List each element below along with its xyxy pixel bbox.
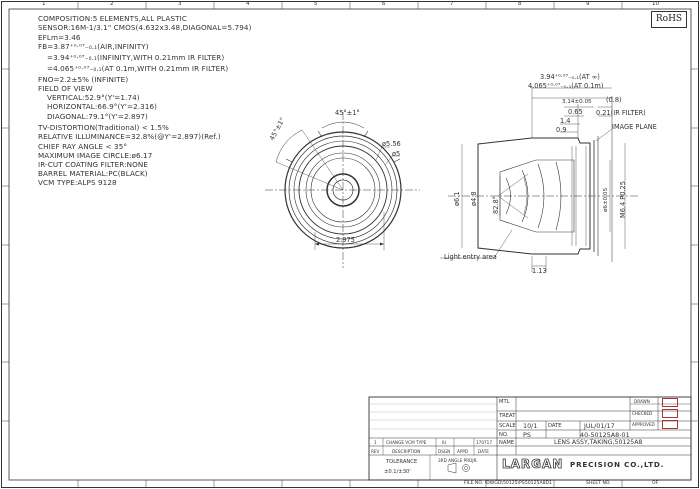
zone-number: 2 (110, 1, 114, 7)
tb-date-value: JUL/01/17 (584, 422, 615, 430)
zone-number: 3 (178, 1, 182, 7)
appd-col-label: APPD (457, 449, 469, 454)
spec-fov-diagonal: DIAGONAL:79.1°(Y'=2.897) (47, 112, 148, 121)
spec-fov-heading: FIELD OF VIEW (38, 84, 93, 93)
side-dim-021: 0.21(IR FILTER) (596, 109, 646, 117)
zone-number: 10 (652, 1, 659, 7)
tb-treat-label: TREAT (499, 413, 516, 419)
side-dim-065: 0.65 (568, 108, 583, 116)
rev-description: CHANGE VCM TYPE (386, 440, 427, 445)
zone-number: 6 (382, 1, 386, 7)
tb-checked-label: CHECKED (632, 411, 653, 416)
file-number: FILE NO. \DWGD\50125\PS50125A8D1 (464, 481, 552, 486)
spec-fb-01m: =4.065⁺⁰·⁰⁷₋₀.₁(AT 0.1m,WITH 0.21mm IR F… (47, 64, 229, 73)
side-dim-09: 0.9 (556, 126, 567, 134)
tb-no-label: NO. (499, 432, 509, 438)
tb-no-prefix: PS (523, 431, 531, 439)
side-light-entry: Light entry area (444, 253, 497, 261)
sheet-of-label: OF (652, 481, 659, 486)
spec-vcm-type: VCM TYPE:ALPS 9128 (38, 178, 117, 187)
tb-mtl-label: MTL (499, 399, 510, 405)
side-thread: M6.4 P0.25 (619, 181, 627, 218)
spec-fov-horizontal: HORIZONTAL:66.9°(Y'=2.316) (47, 102, 158, 111)
drawn-approval-stamp (662, 398, 678, 407)
side-dim-08: (0.8) (606, 96, 622, 104)
tb-date-label: DATE (548, 423, 562, 429)
zone-number: 7 (450, 1, 454, 7)
spec-sensor: SENSOR:16M-1/3.1" CMOS(4.632x3.48,DIAGON… (38, 23, 252, 32)
spec-fov-vertical: VERTICAL:52.9°(Y'=1.74) (47, 93, 140, 102)
rev-date: 170717 (476, 440, 492, 445)
dsgn-col-label: DSGN (438, 449, 451, 454)
zone-number: 5 (314, 1, 318, 7)
spec-fb-air: FB=3.87⁺⁰·⁰⁷₋₀.₁(AIR,INFINITY) (38, 42, 149, 51)
tolerance-value: ±0.1/±30' (384, 469, 411, 475)
tolerance-label: TOLERANCE (386, 459, 418, 465)
side-dim-314: 3.14±0.05 (562, 99, 592, 105)
checked-approval-stamp (662, 409, 678, 418)
side-fb-infinity: 3.94⁺⁰·⁰⁷₋₀.₁(AT ∞) (540, 73, 600, 81)
company-logo: LARGAN (502, 457, 564, 472)
side-dia-6: ø6±0.05 (603, 187, 609, 212)
approved-approval-stamp (662, 420, 678, 429)
spec-fno: FNO=2.2±5% (INFINITE) (38, 75, 129, 84)
spec-ir-coating: IR-CUT COATING FILTER:NONE (38, 160, 148, 169)
spec-barrel-material: BARREL MATERIAL:PC(BLACK) (38, 169, 148, 178)
front-dia-5: ø5 (392, 150, 401, 158)
tb-approved-label: APPROVED (632, 422, 655, 427)
spec-distortion: TV-DISTORTION(Traditional) < 1.5% (38, 123, 169, 132)
title-block-grid (368, 396, 692, 481)
sheet-number-label: SHEET NO. (586, 481, 611, 486)
front-dia-556: ø5.56 (382, 140, 401, 148)
zone-number: 8 (518, 1, 522, 7)
spec-image-circle: MAXIMUM IMAGE CIRCLE:ø6.17 (38, 151, 153, 160)
side-image-plane: IMAGE PLANE (612, 123, 657, 131)
spec-efl: EFLm=3.46 (38, 33, 81, 42)
tb-no-value: 40-50125A8-01 (580, 431, 630, 439)
side-fb-01m: 4.065⁺⁰·⁰⁷₋₀.₁(AT 0.1m) (528, 82, 604, 90)
spec-chief-ray-angle: CHIEF RAY ANGLE < 35° (38, 142, 128, 151)
side-dia-61: ø6.1 (453, 191, 461, 206)
company-name: PRECISION CO.,LTD. (570, 460, 665, 469)
side-dim-14: 1.4 (560, 117, 571, 125)
zone-number: 4 (246, 1, 250, 7)
rev-number: 1 (374, 440, 377, 445)
side-dia-48: ø4.8 (470, 191, 478, 206)
rev-designer: IU (442, 440, 447, 445)
side-dim-113: 1.13 (532, 267, 547, 275)
spec-relative-illuminance: RELATIVE ILLUMINANCE=32.8%(@Y'=2.897)(Re… (38, 132, 221, 141)
zone-number: 1 (42, 1, 46, 7)
tb-name-label: NAME (499, 440, 515, 446)
spec-composition: COMPOSITION:5 ELEMENTS,ALL PLASTIC (38, 14, 187, 23)
spec-fb-infinity: =3.94⁺⁰·⁰⁷₋₀.₁(INFINITY,WITH 0.21mm IR F… (47, 53, 225, 62)
front-angle-45-top: 45°±1° (335, 109, 360, 117)
side-angle-828: 82.8° (492, 196, 500, 214)
description-col-label: DESCRIPTION (392, 449, 421, 454)
front-width: 2.975 (336, 236, 355, 244)
tb-scale-label: SCALE (499, 423, 516, 429)
projection-label: 3RD ANGLE PROJR. (438, 458, 478, 463)
tb-scale-value: 10/1 (523, 422, 538, 430)
date-col-label: DATE (478, 449, 489, 454)
rohs-mark: RoHS (651, 11, 687, 28)
zone-number: 9 (586, 1, 590, 7)
tb-name-value: LENS ASSY,TAKING,50125A8 (554, 439, 643, 446)
side-view (440, 86, 640, 272)
front-view (265, 112, 420, 268)
rev-col-label: REV (371, 449, 380, 454)
tb-drawn-label: DRAWN (634, 399, 650, 404)
